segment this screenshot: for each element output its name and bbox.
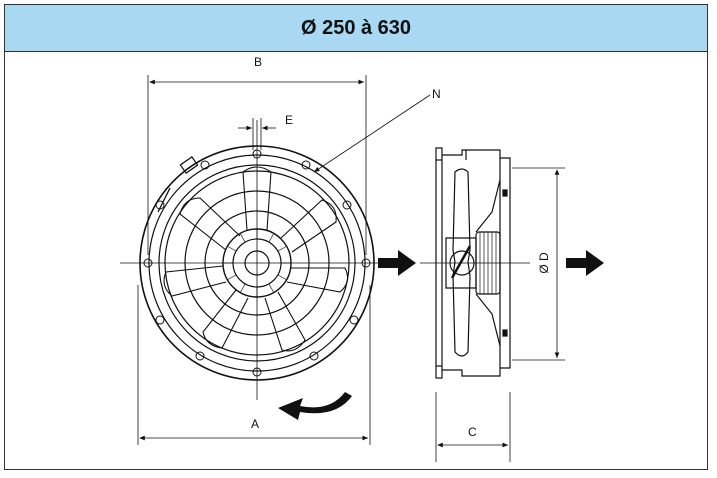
- diagram-header: Ø 250 à 630: [5, 5, 707, 52]
- label-b: B: [254, 55, 262, 69]
- label-a: A: [251, 417, 259, 431]
- label-e: E: [285, 113, 293, 127]
- front-view: [120, 120, 395, 400]
- dimension-b: [147, 75, 367, 255]
- dimension-c: [435, 392, 511, 462]
- label-n: N: [432, 87, 441, 101]
- side-view: [420, 147, 530, 379]
- label-d: Ø D: [537, 252, 551, 274]
- leader-n: [313, 94, 431, 173]
- airflow-arrow-out-icon: [566, 250, 604, 276]
- diagram-title: Ø 250 à 630: [300, 16, 412, 39]
- airflow-arrow-icon: [378, 250, 416, 276]
- dimension-d: [512, 167, 565, 361]
- rotation-arrow-icon: [278, 392, 352, 420]
- label-c: C: [468, 425, 477, 439]
- dimension-a: [137, 285, 371, 445]
- dimension-e: [238, 118, 276, 150]
